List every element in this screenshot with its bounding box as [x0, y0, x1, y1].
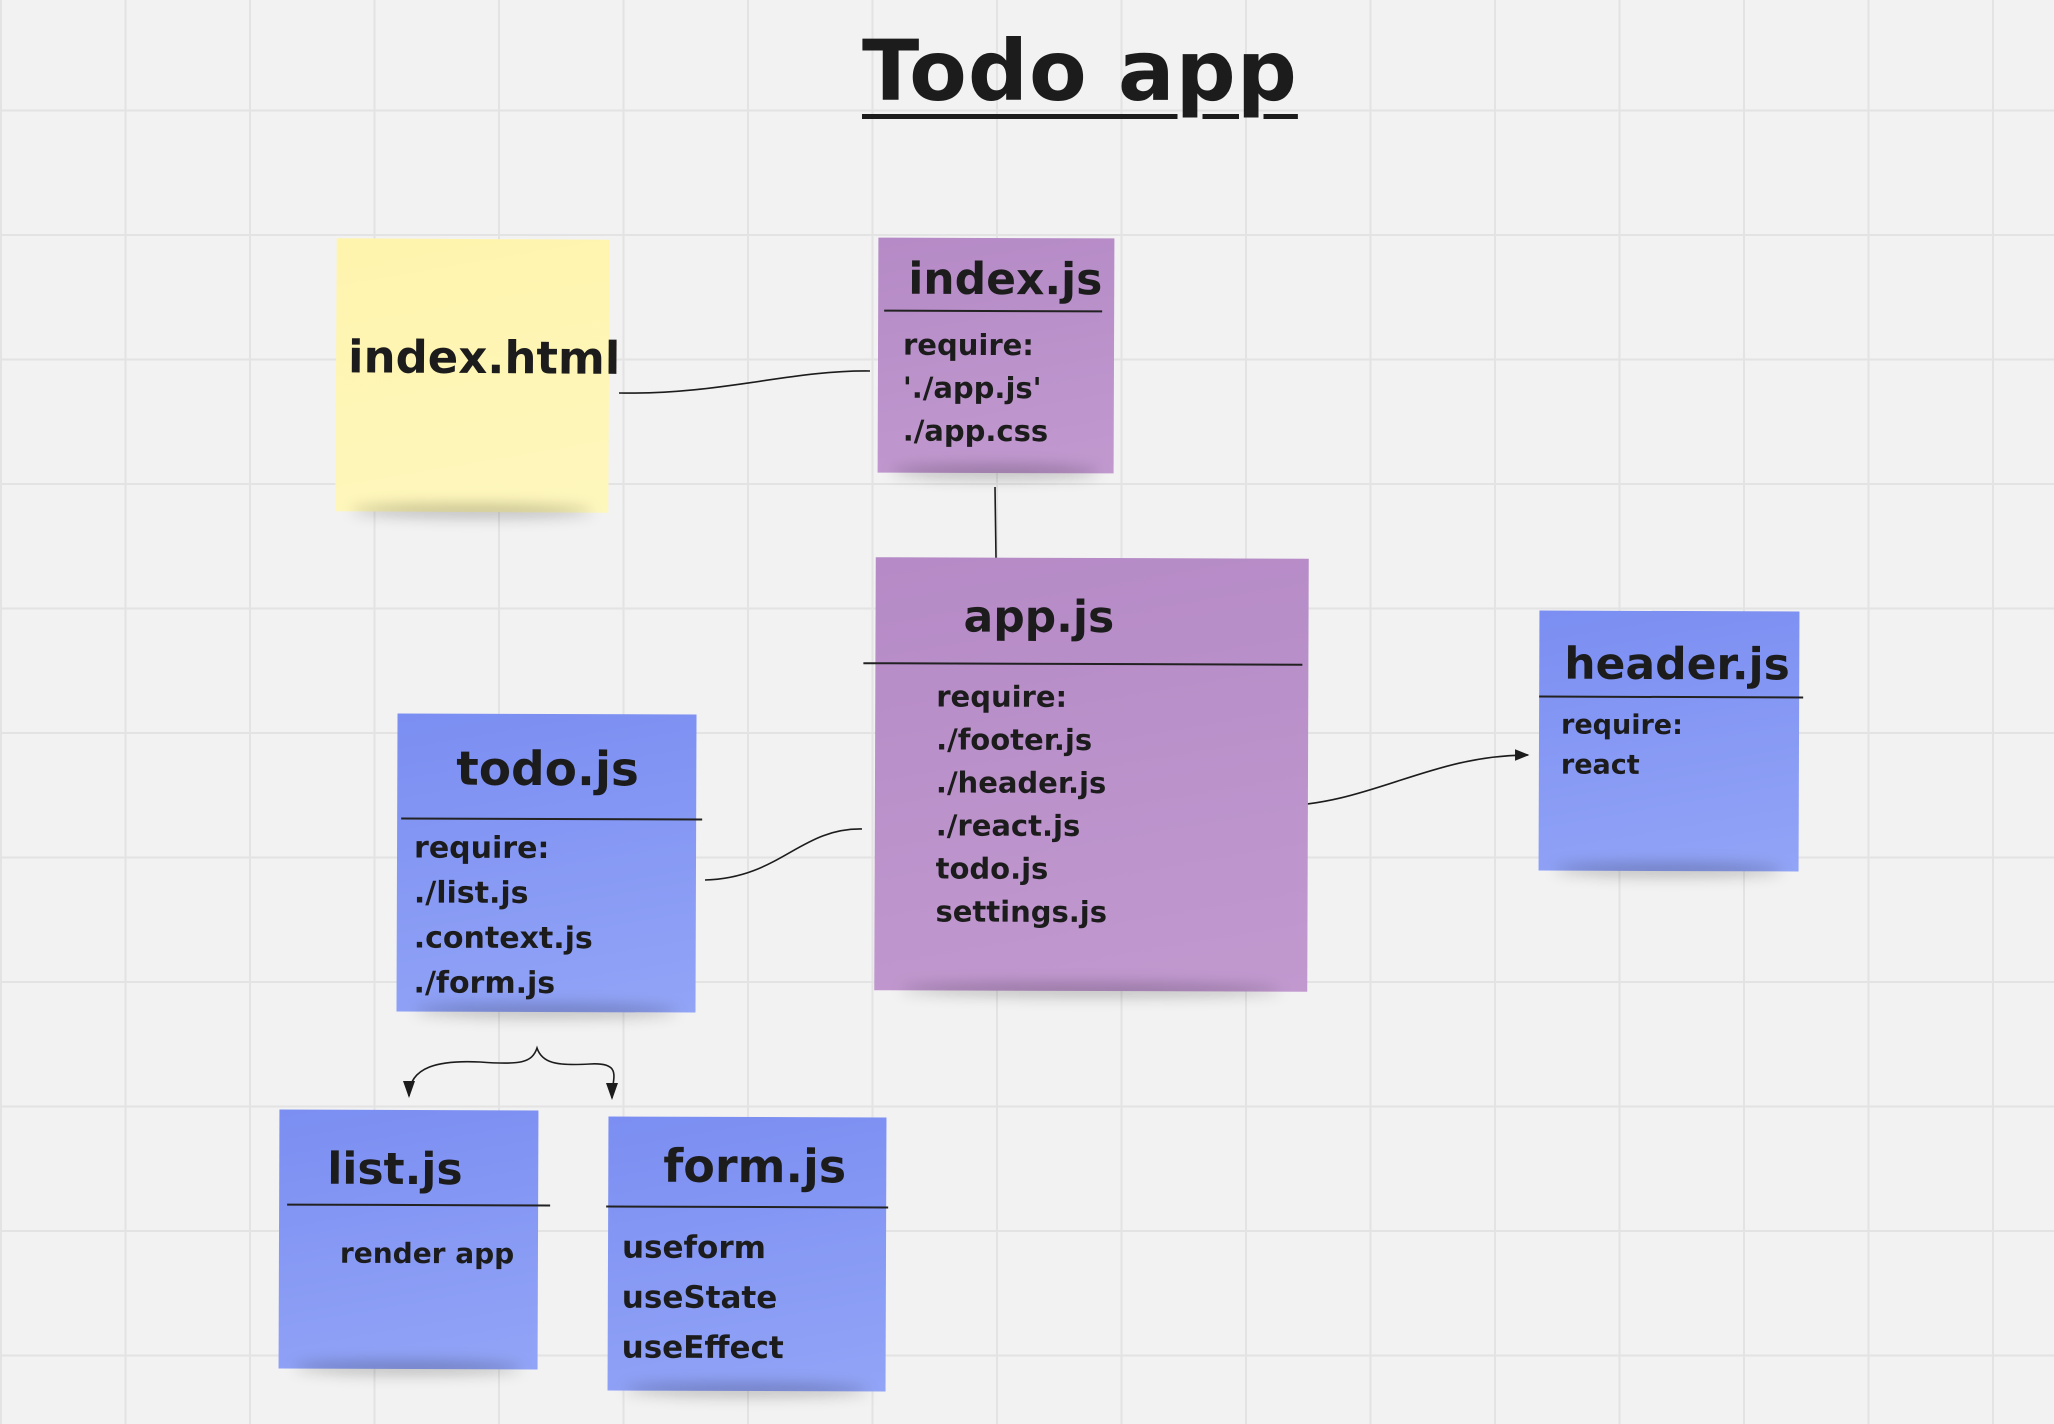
note-line: ./react.js [935, 808, 1081, 843]
note-line: useState [621, 1279, 778, 1317]
connector-index-js-app-js [994, 486, 997, 559]
note-body-form-js: useform useState useEffect [622, 1223, 785, 1374]
arrow-app-js-header-js [1277, 749, 1530, 807]
note-divider-index-js [884, 309, 1103, 312]
board-title: Todo app [862, 22, 1298, 120]
arrowhead-form-js [606, 1083, 618, 1100]
note-title-index-js: index.js [908, 253, 1103, 306]
note-line: useEffect [621, 1329, 784, 1367]
note-line: require: [1561, 709, 1683, 742]
connector-app-js-todo-js [704, 828, 863, 881]
sticky-note-index-js[interactable]: index.js require: './app.js' ./app.css [877, 237, 1115, 474]
note-line: ./app.css [902, 413, 1049, 449]
note-line: ./form.js [413, 965, 556, 1002]
note-title-header-js: header.js [1564, 638, 1790, 691]
note-line: require: [413, 830, 550, 867]
note-title-index-html: index.html [347, 330, 621, 385]
note-body-index-js: require: './app.js' ./app.css [903, 324, 1049, 454]
sticky-note-todo-js[interactable]: todo.js require: ./list.js .context.js .… [396, 713, 703, 1013]
sticky-note-form-js[interactable]: form.js useform useState useEffect [606, 1116, 889, 1392]
sticky-note-app-js[interactable]: app.js require: ./footer.js ./header.js … [863, 557, 1309, 992]
note-body-app-js: require: ./footer.js ./header.js ./react… [935, 675, 1107, 934]
sticky-note-index-html[interactable]: index.html [335, 238, 620, 513]
note-divider-header-js [1539, 695, 1804, 699]
note-divider-todo-js [401, 817, 703, 821]
note-line: settings.js [935, 894, 1108, 930]
note-line: ./footer.js [936, 722, 1093, 758]
note-body-todo-js: require: ./list.js .context.js ./form.js [414, 826, 594, 1007]
note-line: ./header.js [935, 765, 1107, 801]
note-title-list-js: list.js [327, 1143, 463, 1196]
note-line: .context.js [413, 920, 593, 957]
note-line: require: [902, 327, 1034, 363]
connector-index-html-index-js [618, 370, 871, 394]
note-divider-list-js [287, 1203, 551, 1207]
note-line: todo.js [935, 851, 1049, 886]
sticky-note-header-js[interactable]: header.js require: react [1538, 610, 1804, 872]
note-body-header-js: require: react [1561, 706, 1683, 786]
note-title-app-js: app.js [963, 591, 1115, 644]
note-line: render app [339, 1236, 515, 1271]
note-line: ./list.js [413, 875, 529, 911]
note-line: './app.js' [902, 370, 1042, 406]
arrowhead-list-js [403, 1081, 415, 1098]
note-divider-app-js [863, 662, 1303, 666]
note-line: require: [936, 679, 1068, 714]
note-title-form-js: form.js [663, 1138, 847, 1194]
brace-todo-js-children [408, 1045, 615, 1099]
sticky-note-list-js[interactable]: list.js render app [278, 1109, 551, 1370]
note-body-list-js: render app [340, 1234, 514, 1275]
note-line: react [1560, 749, 1640, 781]
note-title-todo-js: todo.js [456, 741, 640, 798]
note-line: useform [621, 1229, 767, 1267]
note-divider-form-js [606, 1205, 889, 1209]
